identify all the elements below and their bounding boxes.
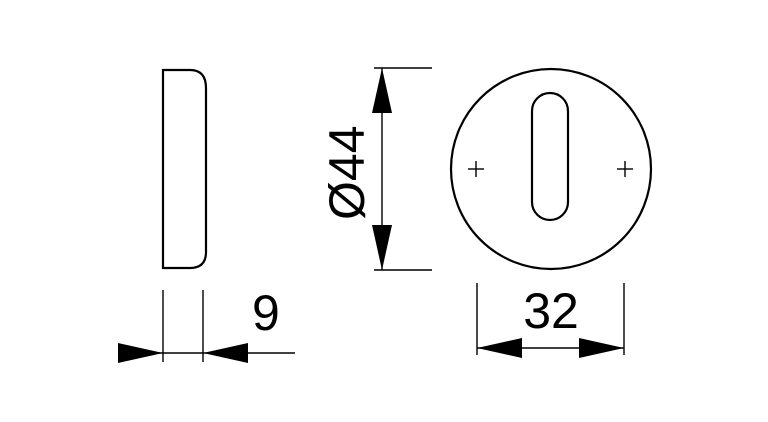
diameter-arrow-top [372,68,392,113]
diameter-dimension: Ø44 [319,67,432,271]
spacing-arrow-left [477,338,522,358]
rose-outline [449,67,653,271]
thickness-label: 9 [252,285,280,341]
hole-spacing-dimension: 32 [476,283,625,358]
spacing-label: 32 [523,283,579,339]
thickness-arrow-right [203,343,248,363]
thickness-dimension: 9 [118,285,295,363]
screw-hole-right [617,161,633,177]
screw-hole-left [468,161,484,177]
front-view [449,67,653,271]
diameter-label: Ø44 [319,125,375,220]
keyhole-slot [530,91,570,222]
side-view-profile [161,68,208,270]
diameter-arrow-bottom [372,225,392,270]
thickness-arrow-left [118,343,163,363]
spacing-arrow-right [579,338,624,358]
